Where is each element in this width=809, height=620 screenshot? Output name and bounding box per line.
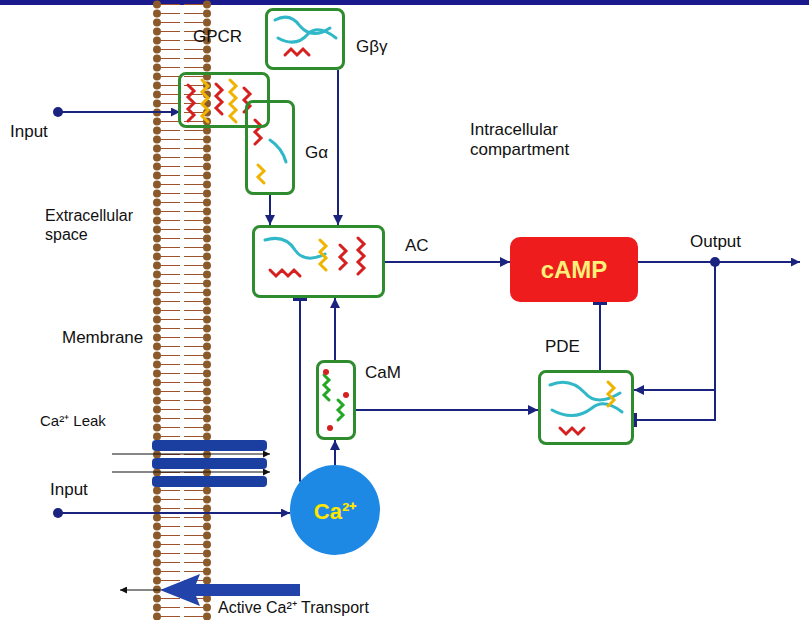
input-arrow <box>58 512 290 514</box>
activation-connector <box>356 409 538 411</box>
node-text: GPCR <box>193 27 242 47</box>
node-text: cAMP <box>541 256 608 284</box>
activation-connector <box>385 261 510 263</box>
node-text: PDE <box>545 337 580 357</box>
protein-box: CaM <box>316 360 356 440</box>
membrane-bilayer <box>152 0 212 620</box>
input-arrow <box>58 111 180 113</box>
activation-connector <box>334 298 336 360</box>
ion-circle: Ca²⁺ <box>290 465 380 555</box>
output-arrow <box>715 261 800 263</box>
activation-connector <box>337 70 339 225</box>
inhibition-connector <box>299 298 301 482</box>
membrane-label: Membrane <box>62 328 143 348</box>
inhibition-connector <box>634 262 715 420</box>
node-text: Ca²⁺ <box>314 495 356 525</box>
node-text: CaM <box>365 363 401 383</box>
header-bar <box>0 0 809 5</box>
activation-connector <box>634 262 715 390</box>
region-label: Intracellular compartment <box>470 120 590 161</box>
inhibition-connector <box>599 302 601 370</box>
transport-label: Active Ca²⁺ Transport <box>218 598 369 617</box>
enzyme-box: AC <box>252 225 385 298</box>
transport-arrow <box>120 589 160 590</box>
protein-box: Gβγ <box>265 8 345 70</box>
channel-label: Ca²⁺ Leak <box>40 412 106 430</box>
input-label: Input <box>50 480 88 500</box>
region-label: Extracellular space <box>45 206 150 244</box>
enzyme-box: PDE <box>538 370 634 445</box>
node-text: Gα <box>305 143 328 163</box>
output-label: Output <box>690 232 741 252</box>
node-text: Gβγ <box>356 37 388 57</box>
node-text: AC <box>405 236 429 256</box>
protein-box: Gα <box>245 100 295 195</box>
leak-channels <box>112 440 270 487</box>
activation-connector <box>269 195 271 225</box>
activation-connector <box>334 440 336 465</box>
messenger-box: cAMP <box>510 237 638 302</box>
input-label: Input <box>10 122 48 142</box>
